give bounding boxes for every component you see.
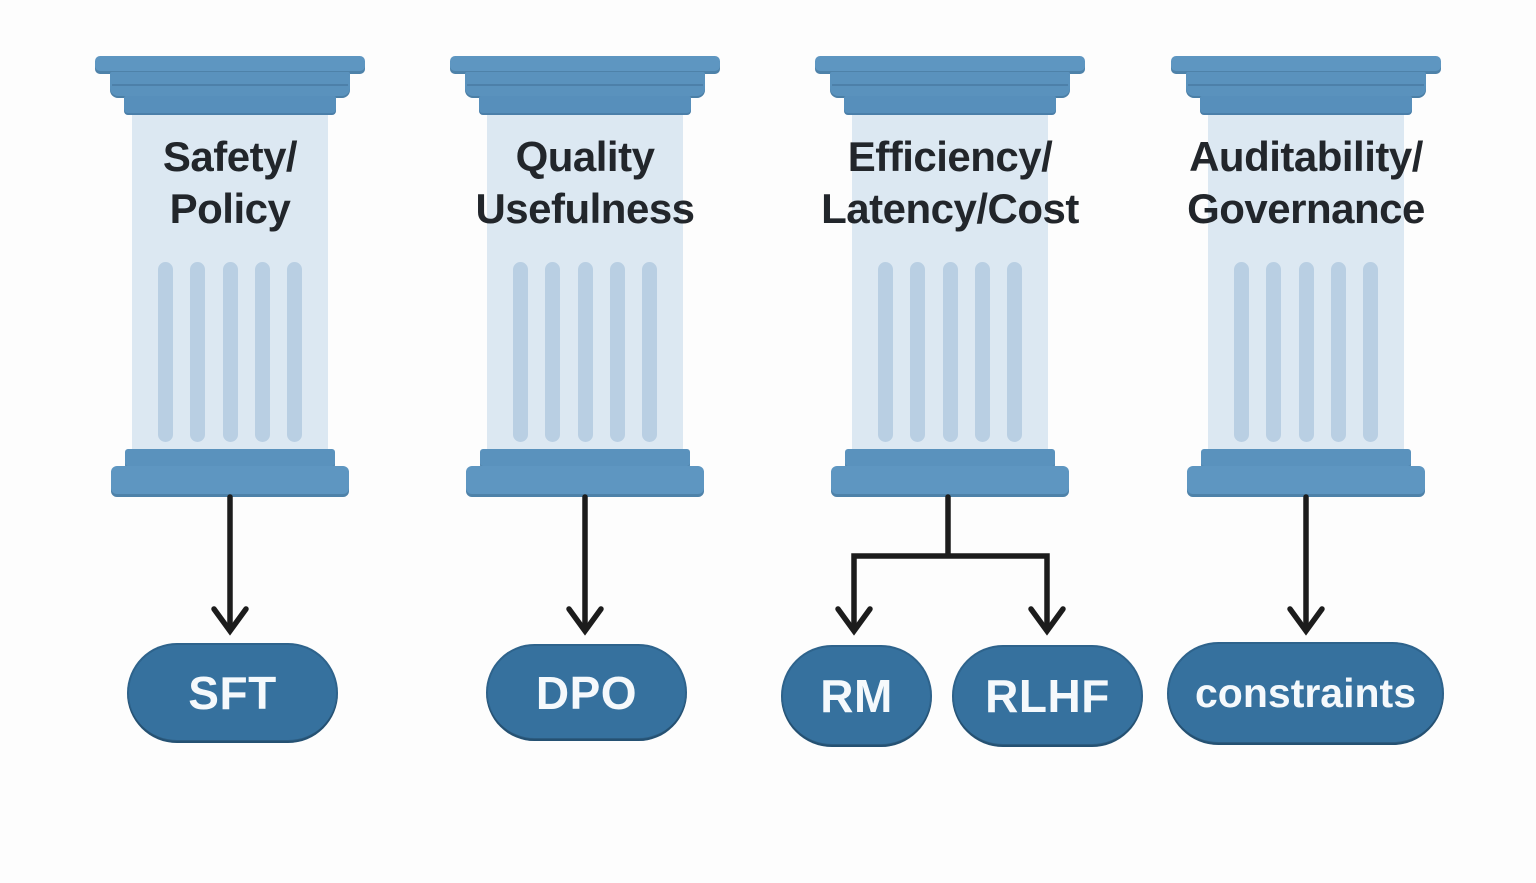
pillar-capital-low <box>844 96 1056 115</box>
pillar-shaft <box>487 112 683 452</box>
pillar-label-auditability-governance: Auditability/ Governance <box>1131 131 1481 235</box>
flute <box>1363 262 1378 442</box>
pillar-base-upper <box>125 449 335 468</box>
flute <box>974 262 990 442</box>
pillar-base-lower <box>466 466 704 497</box>
flute <box>577 262 593 442</box>
pillar-capital-low <box>124 96 336 115</box>
pillar-label-line: Policy <box>169 185 291 232</box>
flute <box>287 262 302 442</box>
arrowhead-rm <box>835 606 873 636</box>
pillar-base-lower <box>831 466 1069 497</box>
pill-constraints: constraints <box>1167 642 1444 745</box>
pill-rlhf: RLHF <box>952 645 1143 747</box>
pillar-base-lower <box>1187 466 1425 497</box>
pillar-capital-mid <box>110 72 350 98</box>
flute <box>1330 262 1346 442</box>
pillar-flutes <box>878 262 1022 442</box>
pillar-capital-low <box>479 96 691 115</box>
flute <box>545 262 561 442</box>
flute <box>910 262 926 442</box>
pillar-capital-mid <box>830 72 1070 98</box>
flute <box>1266 262 1282 442</box>
pillar-label-line: Quality <box>515 133 655 180</box>
pillar-label-safety-policy: Safety/ Policy <box>55 131 405 235</box>
pillar-base-lower <box>111 466 349 497</box>
pillar-label-line: Governance <box>1187 185 1425 232</box>
flute <box>254 262 270 442</box>
pill-sft: SFT <box>127 643 338 743</box>
pillar-flutes <box>1234 262 1378 442</box>
pillar-base-upper <box>480 449 690 468</box>
pillar-label-line: Efficiency/ <box>847 133 1053 180</box>
pillar-flutes <box>513 262 657 442</box>
pillar-capital-slab <box>95 56 365 74</box>
flute <box>642 262 657 442</box>
pillar-capital-mid <box>465 72 705 98</box>
pillar-shaft <box>132 112 328 452</box>
pillar-label-line: Latency/Cost <box>821 185 1079 232</box>
pillar-capital-slab <box>815 56 1085 74</box>
pillar-flutes <box>158 262 302 442</box>
pillar-capital-slab <box>1171 56 1441 74</box>
arrow-efficiency-branch <box>851 494 1050 632</box>
pillar-shaft <box>852 112 1048 452</box>
flute <box>513 262 528 442</box>
pillar-capital-low <box>1200 96 1412 115</box>
flute <box>222 262 238 442</box>
flute <box>1007 262 1022 442</box>
pillar-label-efficiency-latency-cost: Efficiency/ Latency/Cost <box>775 131 1125 235</box>
flute <box>1234 262 1249 442</box>
pillar-label-quality-usefulness: Quality Usefulness <box>410 131 760 235</box>
flute <box>1298 262 1314 442</box>
arrowhead-constraints <box>1287 606 1325 636</box>
arrowhead-rlhf <box>1028 606 1066 636</box>
arrowhead-dpo <box>566 606 604 636</box>
pill-dpo: DPO <box>486 644 687 741</box>
pillar-base-upper <box>845 449 1055 468</box>
arrowhead-sft <box>211 606 249 636</box>
flute <box>878 262 893 442</box>
pillar-base-upper <box>1201 449 1411 468</box>
pill-rm: RM <box>781 645 932 747</box>
pillar-capital-slab <box>450 56 720 74</box>
pillar-shaft <box>1208 112 1404 452</box>
pillar-label-line: Auditability/ <box>1189 133 1423 180</box>
flute <box>942 262 958 442</box>
flute <box>609 262 625 442</box>
pillar-label-line: Usefulness <box>475 185 695 232</box>
flute <box>158 262 173 442</box>
pillar-label-line: Safety/ <box>162 133 298 180</box>
flute <box>190 262 206 442</box>
pillar-capital-mid <box>1186 72 1426 98</box>
